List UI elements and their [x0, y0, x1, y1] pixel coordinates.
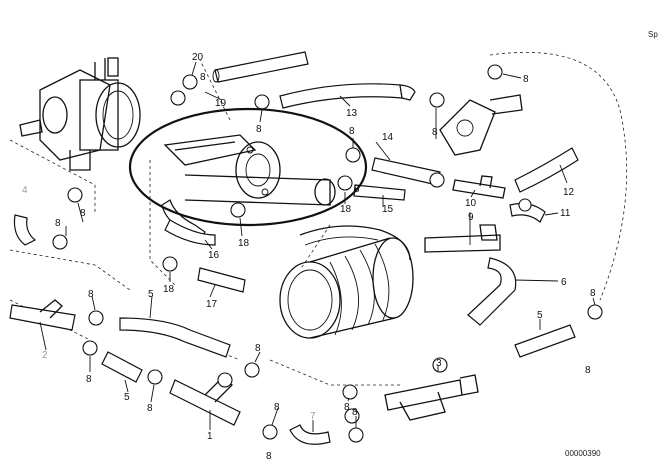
diagram-number: 00000390 — [565, 449, 601, 458]
hose-15 — [353, 184, 406, 201]
clamps — [52, 64, 603, 443]
callout-9: 9 — [468, 212, 474, 223]
callout-14: 14 — [382, 132, 394, 143]
callout-7: 7 — [310, 411, 316, 422]
callout-2: 2 — [42, 350, 48, 361]
callout-8-d: 8 — [523, 74, 529, 85]
hose-5-right — [514, 324, 576, 358]
hose-7 — [289, 424, 331, 445]
callout-20: 20 — [192, 52, 204, 63]
callout-1: 1 — [207, 431, 213, 442]
callout-18-c: 18 — [163, 284, 175, 295]
callout-8-n: 8 — [590, 288, 596, 299]
callout-8-e: 8 — [432, 127, 438, 138]
callout-8-q: 8 — [266, 451, 272, 462]
leader-lines — [39, 61, 596, 432]
callout-18-b: 18 — [238, 238, 250, 249]
callout-8-o: 8 — [585, 365, 591, 376]
callout-19: 19 — [215, 98, 227, 109]
callout-5-b: 5 — [124, 392, 130, 403]
callout-8-h: 8 — [55, 218, 61, 229]
callout-8-f: 8 — [354, 184, 360, 195]
callout-15: 15 — [382, 204, 394, 215]
callout-10: 10 — [465, 198, 477, 209]
highlight-ellipse — [128, 107, 368, 227]
callout-8-b: 8 — [256, 124, 262, 135]
hose-20 — [212, 51, 309, 83]
callout-11: 11 — [560, 208, 571, 219]
hose-4 — [13, 214, 37, 246]
tee-10 — [452, 175, 506, 199]
callout-16: 16 — [208, 250, 220, 261]
connector-2 — [9, 299, 76, 331]
corner-label: Sp — [648, 30, 658, 39]
tee-9 — [424, 224, 501, 253]
callout-8-j: 8 — [86, 374, 92, 385]
intake-boot — [279, 225, 414, 339]
callout-4: 4 — [22, 185, 28, 196]
hose-12 — [514, 147, 579, 193]
callout-5-c: 5 — [537, 310, 543, 321]
callout-13: 13 — [346, 108, 358, 119]
callout-3: 3 — [436, 358, 442, 369]
callout-12: 12 — [563, 187, 575, 198]
throttle-housing — [19, 57, 141, 171]
hose-5-long — [119, 317, 231, 358]
callout-8-m: 8 — [344, 402, 350, 413]
callout-8-l: 8 — [147, 403, 153, 414]
callout-8-g: 8 — [80, 208, 86, 219]
callout-numbers: 20 8 19 8 13 8 8 14 8 15 18 8 10 9 11 12… — [22, 52, 596, 462]
callout-8-a: 8 — [200, 72, 206, 83]
callout-8-i: 8 — [88, 289, 94, 300]
callout-8-r: 8 — [352, 407, 358, 418]
idle-air-valve — [161, 134, 336, 241]
callout-8-c: 8 — [349, 126, 355, 137]
hose-6 — [467, 257, 517, 326]
callout-5-a: 5 — [148, 289, 154, 300]
callout-17: 17 — [206, 299, 218, 310]
hose-16 — [164, 219, 216, 246]
hose-5-short-left — [101, 351, 143, 383]
callout-6: 6 — [561, 277, 567, 288]
callout-18-a: 18 — [340, 204, 352, 215]
connector-3 — [384, 374, 479, 421]
callout-8-k: 8 — [255, 343, 261, 354]
hose-17 — [197, 267, 246, 293]
hose-13 — [279, 83, 416, 109]
valve-bracket — [439, 94, 523, 156]
callout-8-p: 8 — [274, 402, 280, 413]
